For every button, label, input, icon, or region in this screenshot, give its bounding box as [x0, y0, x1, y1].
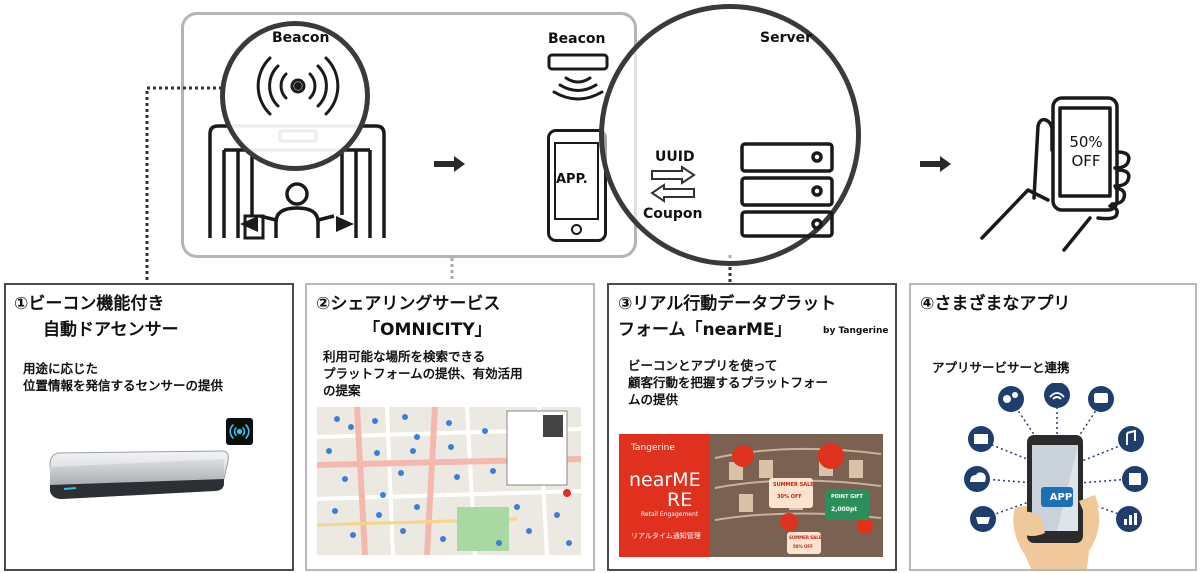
- card-desc-line-3: ムの提供: [628, 392, 679, 407]
- nearme-brand: Tangerine: [631, 443, 675, 453]
- nearme-bubble-sale-value: 30% OFF: [777, 494, 802, 500]
- smartphone-app: APP.: [547, 129, 607, 242]
- beacon-gate-label: Beacon: [272, 30, 330, 46]
- server-label: Server: [760, 30, 813, 46]
- omnicity-map-image: [317, 407, 581, 555]
- card-desc-line-2: 顧客行動を把握するプラットフォー: [628, 375, 829, 390]
- card-desc-line-3: の提案: [323, 383, 361, 398]
- card-desc-line-1: 用途に応じた: [23, 361, 99, 376]
- nearme-promo-image: Tangerine nearME RE Retail Engagement リア…: [619, 434, 883, 557]
- beacon-phone-label: Beacon: [548, 31, 606, 47]
- uuid-label: UUID: [655, 149, 695, 165]
- card-nearme: ③リアル行動データプラット フォーム「nearME」 by Tangerine …: [607, 283, 897, 571]
- card-desc-line-1: アプリサービサーと連携: [932, 360, 1070, 375]
- nearme-tagline: Retail Engagement: [641, 511, 699, 518]
- flow-arrow-icon: [434, 156, 465, 172]
- nearme-bubble-sale: SUMMER SALE: [773, 482, 814, 488]
- card-various-apps: ④さまざまなアプリ アプリサービサーと連携: [909, 283, 1197, 571]
- server-magnifier-circle: [599, 4, 861, 266]
- beacon-signal-icon: [256, 56, 340, 116]
- flow-arrow-icon: [920, 156, 951, 172]
- coupon-label: Coupon: [643, 206, 703, 222]
- nearme-bubble-sale-2-value: 50% OFF: [793, 544, 813, 549]
- card-title-line-2: フォーム「nearME」: [618, 320, 792, 340]
- card-title-suffix: by Tangerine: [823, 326, 889, 336]
- app-label: APP.: [556, 172, 588, 187]
- server-icon: [740, 142, 834, 238]
- card-desc-line-2: 位置情報を発信するセンサーの提供: [23, 378, 224, 393]
- discount-line-2: OFF: [1071, 152, 1101, 170]
- nearme-bubble-sale-2: SUMMER SALE: [789, 535, 822, 540]
- discount-line-1: 50%: [1069, 133, 1103, 151]
- connector-lines: [145, 86, 732, 282]
- card-title-line-1: ①ビーコン機能付き: [14, 294, 165, 314]
- nearme-logo-line-2: RE: [667, 489, 693, 511]
- beacon-magnifier-circle: [220, 21, 370, 171]
- nearme-logo-line-1: nearME: [629, 469, 701, 491]
- card-omnicity: ②シェアリングサービス 「OMNICITY」 利用可能な場所を検索できる プラッ…: [305, 283, 595, 571]
- card-title-line-1: ③リアル行動データプラット: [618, 294, 837, 314]
- door-sensor-device-image: [49, 450, 229, 499]
- card-desc-line-1: 利用可能な場所を検索できる: [323, 349, 486, 364]
- nearme-bubble-point: POINT GIFT: [831, 494, 863, 500]
- card-title-line-1: ②シェアリングサービス: [316, 294, 501, 314]
- card-desc-line-2: プラットフォームの提供、有効活用: [323, 366, 523, 381]
- card-beacon-door-sensor: ①ビーコン機能付き 自動ドアセンサー 用途に応じた 位置情報を発信するセンサーの…: [4, 283, 294, 571]
- nearme-subtitle: リアルタイム通知管理: [631, 532, 701, 540]
- hand-holding-phone-icon: [980, 96, 1131, 252]
- app-ecosystem-image: [964, 383, 1148, 569]
- card-title-line-2: 「OMNICITY」: [363, 320, 492, 340]
- card-title-line-1: ④さまざまなアプリ: [920, 294, 1071, 314]
- card-desc-line-1: ビーコンとアプリを使って: [628, 358, 778, 373]
- app-phone-label: APP: [1049, 492, 1073, 503]
- nearme-bubble-point-value: 2,000pt: [831, 506, 858, 513]
- ceiling-beacon-icon: [547, 53, 609, 101]
- card-title-line-2: 自動ドアセンサー: [43, 320, 179, 340]
- exchange-arrows-icon: [650, 165, 696, 203]
- beacon-badge-icon: [226, 418, 253, 445]
